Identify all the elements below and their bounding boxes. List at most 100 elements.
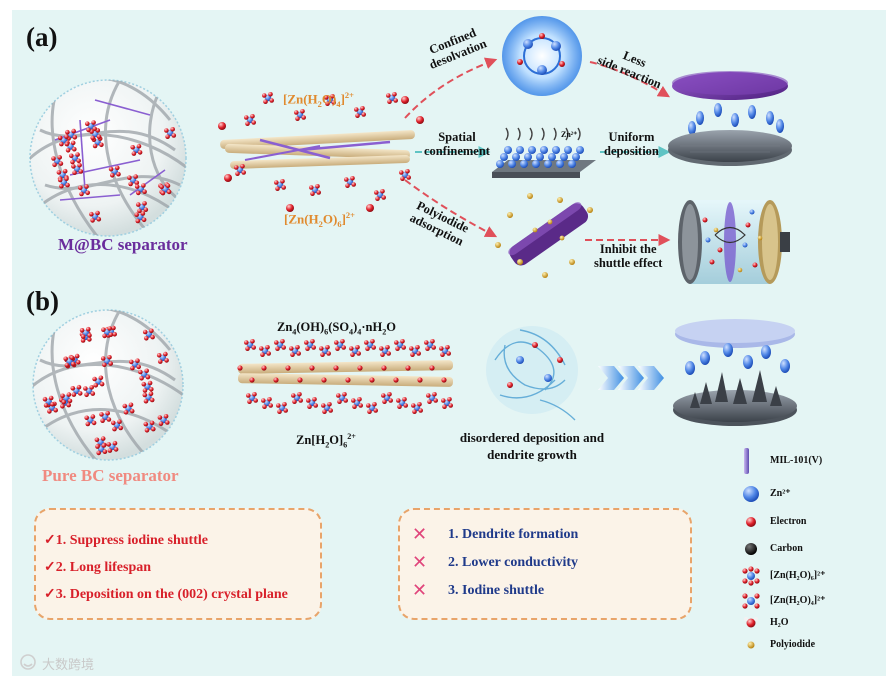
water-molecule — [387, 392, 392, 397]
water-molecule — [309, 185, 314, 190]
water-molecule — [57, 155, 62, 160]
legend-label-tetra: [Zn(H₂O)₄]²⁺ — [770, 595, 826, 606]
deposited-zinc — [528, 146, 536, 154]
water-molecule — [249, 377, 255, 383]
water-molecule — [92, 126, 97, 132]
water-molecule — [374, 190, 379, 195]
water-molecule — [127, 175, 132, 180]
water-molecule — [57, 135, 63, 141]
water-molecule — [101, 443, 107, 448]
water-molecule — [142, 189, 147, 194]
hydrated-ion-cloud — [218, 92, 424, 212]
zinc-ion-tag: Zn²⁺ — [561, 130, 578, 139]
water-molecule — [357, 365, 363, 371]
polyiodide — [737, 267, 743, 273]
water-molecule — [295, 345, 300, 350]
watermark-text: 大数跨境 — [42, 658, 95, 673]
water-molecule — [100, 356, 106, 361]
water-molecule — [78, 169, 84, 174]
water-molecule — [399, 170, 404, 175]
water-icon — [744, 617, 758, 628]
water-molecule — [324, 95, 329, 100]
water-molecule — [289, 346, 294, 351]
water-molecule — [130, 145, 135, 150]
water-molecule — [274, 180, 279, 185]
water-molecule — [337, 399, 342, 405]
water-molecule — [241, 170, 246, 175]
water-molecule — [445, 345, 450, 350]
water-molecule — [70, 140, 76, 146]
water-molecule — [66, 392, 72, 397]
water-molecule — [99, 381, 105, 387]
water-molecule — [325, 345, 330, 350]
bc-hydrated-ion-cloud — [237, 339, 454, 415]
disadvantages-box — [398, 508, 692, 620]
water-molecule — [62, 168, 68, 174]
zinc-droplet — [743, 355, 753, 369]
deposited-zinc — [540, 146, 548, 154]
water-molecule — [76, 158, 81, 164]
water-molecule — [265, 345, 270, 350]
water-molecule — [439, 346, 444, 351]
water-molecule — [431, 345, 437, 350]
carbon-icon — [745, 543, 757, 555]
water-molecule — [108, 166, 114, 172]
water-molecule — [59, 183, 64, 189]
water-molecule — [325, 101, 330, 106]
water-molecule — [164, 358, 169, 363]
water-molecule — [365, 346, 370, 352]
water-molecule — [395, 346, 400, 352]
water-molecule — [80, 334, 86, 339]
water-molecule — [106, 442, 111, 447]
advantages-box — [34, 508, 322, 620]
deposited-zinc — [556, 160, 564, 168]
zinc-droplet — [700, 351, 710, 365]
water-molecule — [333, 365, 339, 371]
water-molecule — [141, 183, 146, 188]
water-molecule — [275, 346, 280, 352]
water-molecule — [316, 190, 322, 195]
water-molecule — [59, 141, 64, 147]
water-molecule — [409, 346, 414, 351]
water-molecule — [85, 421, 91, 427]
deposited-zinc — [520, 160, 528, 168]
water-molecule — [297, 377, 303, 383]
water-molecule — [369, 377, 375, 383]
water-molecule — [70, 159, 75, 165]
water-molecule — [321, 377, 327, 383]
polyiodide — [587, 207, 593, 213]
water-molecule — [61, 399, 67, 405]
water-molecule — [145, 374, 151, 380]
water-molecule — [315, 184, 320, 189]
water-molecule — [373, 408, 379, 413]
water-molecule — [283, 408, 289, 413]
water-molecule — [52, 162, 57, 168]
water-molecule — [300, 109, 305, 114]
water-molecule — [310, 339, 315, 344]
electron — [709, 259, 715, 265]
water-molecule — [130, 365, 135, 371]
water-molecule — [95, 444, 100, 449]
water-molecule — [251, 120, 256, 125]
deposited-zinc — [552, 146, 560, 154]
water-molecule — [144, 428, 150, 433]
water-molecule — [143, 207, 149, 212]
water-molecule — [350, 352, 355, 358]
water-molecule — [292, 399, 297, 405]
separator-chain — [577, 127, 581, 141]
water-molecule — [141, 217, 147, 223]
legend-icons — [742, 448, 760, 649]
water-molecule — [411, 403, 416, 408]
water-molecule — [108, 361, 113, 366]
water-molecule — [100, 436, 106, 441]
disadvantage-item-1: 1. Dendrite formation — [448, 527, 579, 542]
water-molecule — [275, 186, 280, 191]
water-molecule — [147, 380, 153, 386]
water-molecule — [415, 345, 420, 350]
legend-label-mof: MIL-101(V) — [770, 455, 823, 466]
water-molecule — [137, 208, 142, 214]
water-molecule — [141, 381, 147, 387]
